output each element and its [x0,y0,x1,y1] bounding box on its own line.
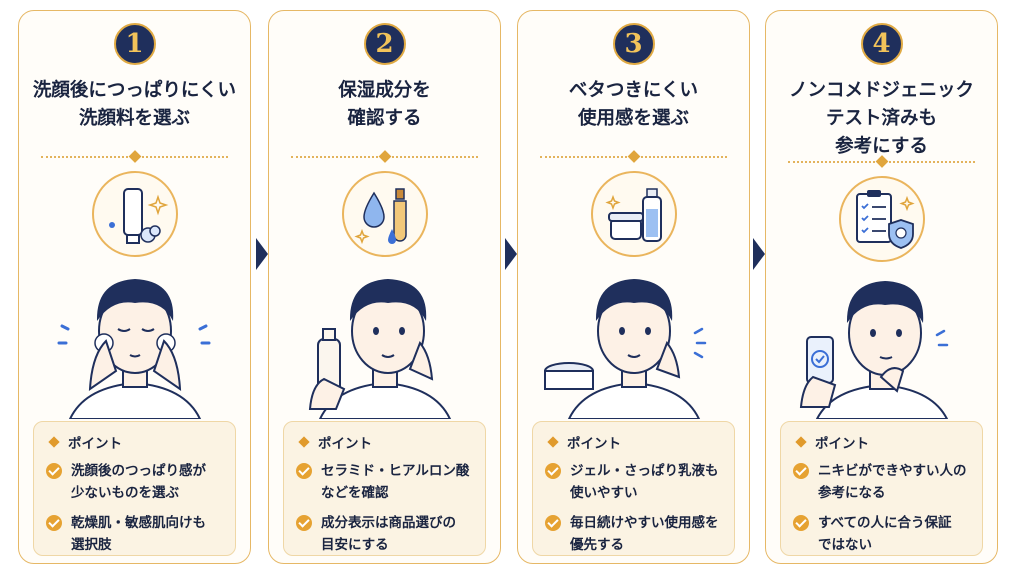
cream-jar-lotion-bottle-icon [590,171,677,257]
point-item: ジェル・さっぱり乳液も使いやすい [545,460,724,504]
check-icon [545,515,561,531]
step-title: 保湿成分を 確認する [338,80,431,129]
divider [788,155,975,168]
man-with-phone-illustration [776,267,987,419]
point-item: 洗顔後のつっぱり感が少ないものを選ぶ [46,460,225,504]
point-box: ポイント セラミド・ヒアルロン酸などを確認 成分表示は商品選びの目安にする [283,421,486,556]
step-number-badge: 3 [612,23,655,65]
check-icon [545,463,561,479]
check-icon [46,515,62,531]
point-box: ポイント 洗顔後のつっぱり感が少ないものを選ぶ 乾燥肌・敏感肌向けも選択肢 [33,421,236,556]
point-item: セラミド・ヒアルロン酸などを確認 [296,460,475,504]
diamond-icon [795,436,807,448]
step-title: ベタつきにくい 使用感を選ぶ [568,80,699,129]
divider [540,150,727,163]
step-title: 洗顔後につっぱりにくい 洗顔料を選ぶ [32,80,237,129]
point-item: 乾燥肌・敏感肌向けも選択肢 [46,512,225,556]
checklist-shield-icon [838,176,925,262]
next-step-arrow-icon [753,238,765,270]
step-number-badge: 2 [363,23,406,65]
next-step-arrow-icon [505,238,517,270]
check-icon [793,463,809,479]
step-card-3: 3 ベタつきにくい 使用感を選ぶ ポイント [517,10,750,564]
point-box: ポイント ニキビができやすい人の参考になる すべての人に合う保証ではない [780,421,983,556]
diamond-icon [547,436,559,448]
point-box: ポイント ジェル・さっぱり乳液も使いやすい 毎日続けやすい使用感を優先する [532,421,735,556]
man-washing-face-illustration [29,259,240,419]
point-item: 成分表示は商品選びの目安にする [296,512,475,556]
check-icon [46,463,62,479]
point-item: すべての人に合う保証ではない [793,512,972,556]
check-icon [793,515,809,531]
diamond-icon [48,436,60,448]
step-card-1: 1 洗顔後につっぱりにくい 洗顔料を選ぶ ポイント [18,10,251,564]
step-title: ノンコメドジェニック テスト済みも 参考にする [788,80,974,157]
point-item: 毎日続けやすい使用感を優先する [545,512,724,556]
step-number-badge: 1 [113,23,156,65]
water-drops-dropper-icon [341,171,428,257]
check-icon [296,463,312,479]
man-with-cream-jar-illustration [528,259,739,419]
point-item: ニキビができやすい人の参考になる [793,460,972,504]
point-header: ポイント [296,432,475,452]
diamond-icon [298,436,310,448]
step-card-4: 4 ノンコメドジェニック テスト済みも 参考にする [765,10,998,564]
divider [291,150,478,163]
step-number-badge: 4 [860,23,903,65]
divider [41,150,228,163]
point-header: ポイント [545,432,724,452]
point-header: ポイント [46,432,225,452]
face-wash-tube-icon [91,171,178,257]
point-header: ポイント [793,432,972,452]
man-with-bottle-illustration [279,259,490,419]
next-step-arrow-icon [256,238,268,270]
step-card-2: 2 保湿成分を 確認する ポイント セラミ [268,10,501,564]
check-icon [296,515,312,531]
